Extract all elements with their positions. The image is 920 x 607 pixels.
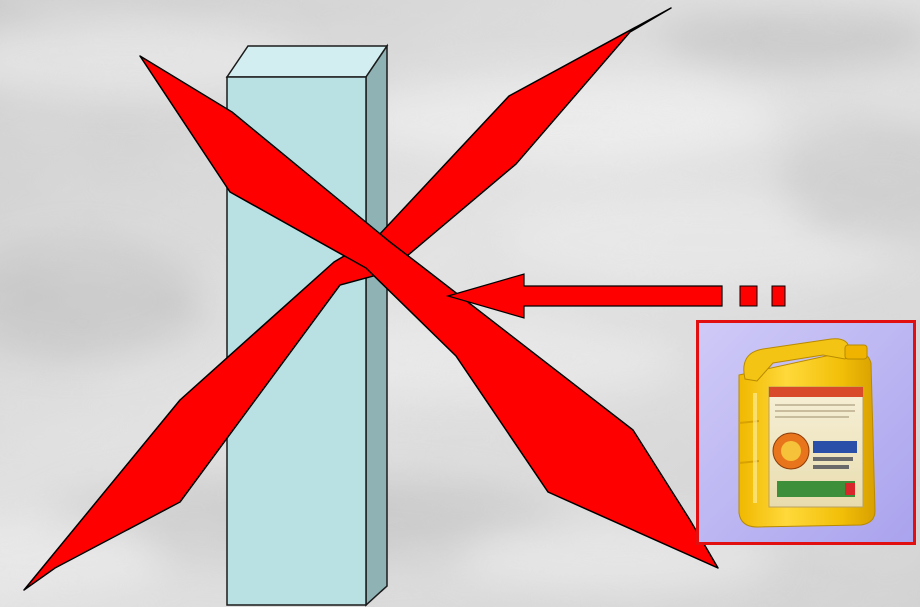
- arrow-dash-2: [772, 286, 785, 306]
- product-image: [696, 320, 916, 545]
- arrow-dash-1: [740, 286, 757, 306]
- canister-icon: [699, 323, 913, 542]
- left-arrow: [448, 274, 785, 318]
